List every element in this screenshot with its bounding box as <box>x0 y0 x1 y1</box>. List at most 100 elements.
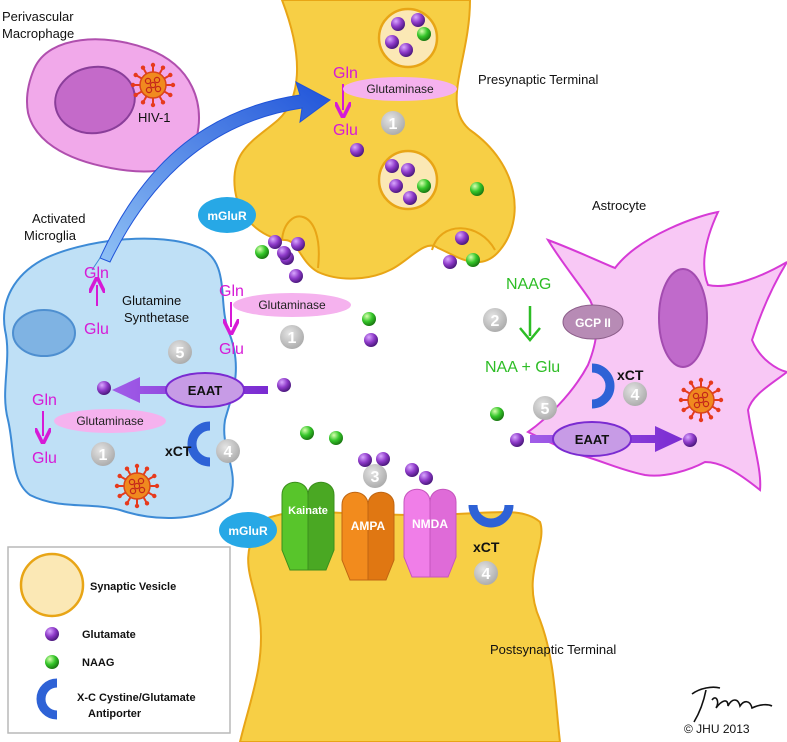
microglia-nucleus <box>12 309 76 357</box>
copyright: © JHU 2013 <box>684 722 750 736</box>
legend-antiporter-icon <box>36 678 58 720</box>
hiv-virion <box>114 463 160 509</box>
glutamate-molecule <box>97 381 111 395</box>
glutamine-synthetase-line1: Glutamine <box>122 293 181 308</box>
glutamine-synthetase-line2: Synthetase <box>124 310 189 325</box>
postsynaptic-terminal-label: Postsynaptic Terminal <box>490 642 616 657</box>
kainate-label: Kainate <box>288 505 328 517</box>
glutamate-molecule <box>455 231 469 245</box>
naag-molecule <box>490 407 504 421</box>
presyn-glutaminase: Glutaminase <box>366 82 434 96</box>
legend-vesicle-icon <box>19 552 85 618</box>
step-badge-1-cleft: 1 <box>288 330 297 347</box>
glutamate-molecule <box>405 463 419 477</box>
microglia-gln-top: Gln <box>84 265 109 282</box>
microglia-glutaminase-pill <box>54 409 166 433</box>
legend-antiporter-line2: Antiporter <box>88 708 142 720</box>
mglur-presynaptic <box>198 197 256 233</box>
naag-molecule <box>362 312 376 326</box>
cleft-glutaminase-pill <box>233 293 351 317</box>
legend-glutamate-label: Glutamate <box>82 629 136 641</box>
legend-naag-icon <box>45 655 59 669</box>
glutamate-molecule <box>289 269 303 283</box>
legend-glutamate-icon <box>45 627 59 641</box>
activated-microglia <box>3 237 237 519</box>
glutamate-molecule <box>277 246 291 260</box>
glutamate-molecule <box>277 378 291 392</box>
step-badge-2: 2 <box>491 313 500 330</box>
microglia-gln-bottom: Gln <box>32 392 57 409</box>
glutamate-molecule <box>403 191 417 205</box>
naag-label: NAAG <box>506 276 551 293</box>
hiv-virion <box>678 377 724 423</box>
macrophage-nucleus <box>54 65 136 135</box>
xct-microglia <box>187 421 211 467</box>
artist-signature <box>691 686 773 723</box>
step-badge-4-postsyn: 4 <box>482 566 491 583</box>
mglur-postsynaptic-label: mGluR <box>228 524 268 538</box>
nmda-receptor: NMDA <box>403 488 457 578</box>
glutamate-molecule <box>385 159 399 173</box>
glutamate-molecule <box>419 471 433 485</box>
xct-astrocyte-label: xCT <box>617 367 644 383</box>
microglia-label-line1: Activated <box>32 211 85 226</box>
cleft-glu: Glu <box>219 341 244 358</box>
step-badge-5-astrocyte: 5 <box>541 401 550 418</box>
cleft-glutaminase: Glutaminase <box>258 298 326 312</box>
microglia-label-line2: Microglia <box>24 228 77 243</box>
glutamate-molecule <box>443 255 457 269</box>
eaat-microglia-label: EAAT <box>188 383 222 398</box>
glutamate-molecule <box>291 237 305 251</box>
naag-molecule <box>470 182 484 196</box>
glutamate-molecule <box>683 433 697 447</box>
gcp2-enzyme <box>562 304 624 340</box>
mglur-presynaptic-label: mGluR <box>207 209 247 223</box>
legend: Synaptic Vesicle Glutamate NAAG X-C Cyst… <box>7 546 231 734</box>
astrocyte <box>526 210 787 492</box>
microglia-glu-top: Glu <box>84 321 109 338</box>
eaat-astrocyte: EAAT <box>530 421 683 457</box>
presyn-glutaminase-pill <box>343 77 457 101</box>
step-badge-3: 3 <box>371 469 380 486</box>
presyn-gln: Gln <box>333 65 358 82</box>
microglia-glutaminase: Glutaminase <box>76 414 144 428</box>
hiv-virions <box>114 62 724 509</box>
macrophage-label-line2: Macrophage <box>2 26 74 41</box>
xct-postsynaptic-label: xCT <box>473 539 500 555</box>
glutamine-transfer-arrow <box>99 80 331 263</box>
ampa-label: AMPA <box>351 519 386 533</box>
step-badge-4-microglia: 4 <box>224 444 233 461</box>
glutamate-molecule <box>399 43 413 57</box>
step-badge-1-presyn: 1 <box>389 116 398 133</box>
ampa-receptor: AMPA <box>341 491 395 581</box>
xct-microglia-label: xCT <box>165 443 192 459</box>
legend-antiporter-line1: X-C Cystine/Glutamate <box>77 692 196 704</box>
eaat-astrocyte-label: EAAT <box>575 432 609 447</box>
glutamate-molecule <box>391 17 405 31</box>
step-badge-1-microglia: 1 <box>99 447 108 464</box>
naag-molecule <box>417 179 431 193</box>
legend-naag-label: NAAG <box>82 657 114 669</box>
hiv-virion <box>130 62 176 108</box>
gcp2-label: GCP II <box>575 316 611 330</box>
microglia-glu-bottom: Glu <box>32 450 57 467</box>
naag-molecule <box>466 253 480 267</box>
naag-molecule <box>417 27 431 41</box>
mglur-postsynaptic <box>219 512 277 548</box>
glutamate-molecule <box>364 333 378 347</box>
xct-postsynaptic <box>468 504 514 528</box>
presynaptic-terminal-label: Presynaptic Terminal <box>478 72 599 87</box>
glutamate-molecule <box>376 452 390 466</box>
astrocyte-label: Astrocyte <box>592 198 646 213</box>
kainate-receptor: Kainate <box>281 481 335 571</box>
glutamate-molecule <box>385 35 399 49</box>
glutamate-molecule <box>268 235 282 249</box>
step-badge-4-astrocyte: 4 <box>631 387 640 404</box>
presyn-glu: Glu <box>333 122 358 139</box>
xct-astrocyte <box>591 363 615 409</box>
step-badges: 1 1 1 2 3 4 4 4 5 5 <box>91 111 647 585</box>
naag-molecule <box>329 431 343 445</box>
naag-molecule <box>300 426 314 440</box>
